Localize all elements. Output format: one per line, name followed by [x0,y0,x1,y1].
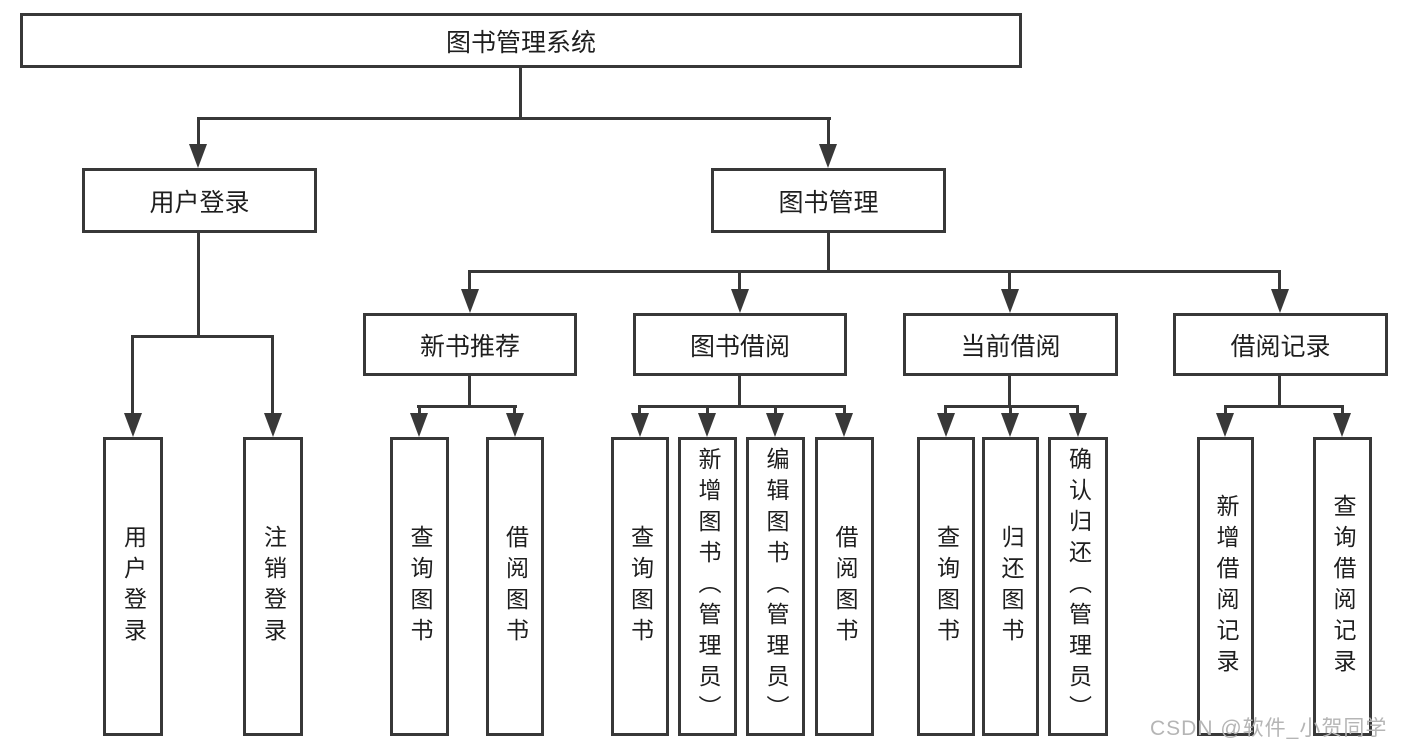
arrowhead-to-new-book [461,289,479,313]
arrowhead-leaf [410,413,428,437]
connector-to-leaf-logout-shaft [271,335,274,419]
connector-leaf-shaft [1341,405,1344,419]
node-book-mgmt: 图书管理 [711,168,946,233]
connector-root-trunk [519,68,522,120]
connector-leaf-shaft [1224,405,1227,419]
arrowhead-leaf [1069,413,1087,437]
connector-to-borrow-records-shaft [1278,270,1281,298]
connector-leaf-shaft [944,405,947,419]
leaf-newbook-borrow: 借阅图书 [486,437,544,736]
node-book-mgmt-label: 图书管理 [778,188,879,217]
arrowhead-leaf [937,413,955,437]
arrowhead-to-leaf-logout [264,413,282,437]
connector-new-book-horizontal [417,405,517,408]
arrowhead-to-book-borrow [731,289,749,313]
node-book-borrow: 图书借阅 [633,313,847,376]
leaf-records-add-label: 新增借阅记录 [1213,493,1239,680]
node-user-login-label: 用户登录 [149,188,250,217]
leaf-borrow-query: 查询图书 [611,437,669,736]
connector-root-horizontal [197,117,831,120]
node-current-borrow-label: 当前借阅 [960,332,1061,361]
connector-to-user-login-shaft [197,117,200,150]
arrowhead-leaf [835,413,853,437]
connector-to-book-borrow-shaft [738,270,741,298]
node-new-book-recommend-label: 新书推荐 [419,332,520,361]
leaf-borrow-add-admin: 新增图书（管理员） [678,437,737,736]
node-new-book-recommend: 新书推荐 [363,313,577,376]
connector-current-borrow-drop [1008,375,1011,408]
leaf-borrow-book-label: 借阅图书 [832,524,858,649]
leaf-newbook-query: 查询图书 [390,437,449,736]
arrowhead-to-user-login [189,144,207,168]
connector-borrow-records-horizontal [1224,405,1344,408]
csdn-watermark: CSDN @软件_小贺同学 [1150,717,1388,740]
arrowhead-leaf [698,413,716,437]
connector-to-current-borrow-shaft [1008,270,1011,298]
connector-leaf-shaft [1009,405,1012,419]
arrowhead-leaf [1216,413,1234,437]
leaf-records-query: 查询借阅记录 [1313,437,1372,736]
connector-leaf-shaft [1076,405,1079,419]
connector-book-mgmt-drop [827,233,830,273]
node-user-login: 用户登录 [82,168,317,233]
arrowhead-to-leaf-login [124,413,142,437]
connector-borrow-records-drop [1278,375,1281,408]
connector-to-book-mgmt-shaft [827,117,830,150]
leaf-newbook-query-label: 查询图书 [407,524,433,649]
leaf-user-login: 用户登录 [103,437,163,736]
connector-to-new-book-shaft [468,270,471,298]
connector-leaf-shaft [706,405,709,419]
leaf-records-query-label: 查询借阅记录 [1330,493,1356,680]
connector-leaf-shaft [418,405,421,419]
connector-leaf-shaft [843,405,846,419]
arrowhead-to-book-mgmt [819,144,837,168]
leaf-records-add: 新增借阅记录 [1197,437,1254,736]
leaf-logout: 注销登录 [243,437,303,736]
connector-new-book-drop [468,375,471,408]
connector-user-login-drop [197,233,200,338]
connector-book-mgmt-horizontal [468,270,1281,273]
leaf-newbook-borrow-label: 借阅图书 [502,524,529,649]
leaf-logout-label: 注销登录 [260,524,287,649]
node-root-label: 图书管理系统 [445,28,596,57]
leaf-current-return: 归还图书 [982,437,1039,736]
leaf-borrow-add-admin-label: 新增图书（管理员） [695,447,721,726]
connector-book-borrow-drop [738,375,741,408]
arrowhead-to-borrow-records [1271,289,1289,313]
node-current-borrow: 当前借阅 [903,313,1118,376]
leaf-borrow-edit-admin: 编辑图书（管理员） [746,437,805,736]
node-borrow-records-label: 借阅记录 [1230,332,1331,361]
leaf-current-confirm-admin: 确认归还（管理员） [1048,437,1108,736]
leaf-borrow-query-label: 查询图书 [627,524,654,649]
leaf-current-confirm-admin-label: 确认归还（管理员） [1065,447,1092,726]
node-root: 图书管理系统 [20,13,1022,68]
leaf-current-query: 查询图书 [917,437,975,736]
connector-leaf-shaft [774,405,777,419]
connector-leaf-shaft [638,405,641,419]
connector-book-borrow-horizontal [638,405,846,408]
leaf-current-return-label: 归还图书 [998,524,1024,649]
node-borrow-records: 借阅记录 [1173,313,1388,376]
arrowhead-leaf [1333,413,1351,437]
arrowhead-to-current-borrow [1001,289,1019,313]
arrowhead-leaf [766,413,784,437]
leaf-borrow-book: 借阅图书 [815,437,874,736]
leaf-borrow-edit-admin-label: 编辑图书（管理员） [763,447,789,726]
leaf-user-login-label: 用户登录 [120,524,147,649]
arrowhead-leaf [631,413,649,437]
connector-leaf-shaft [513,405,516,419]
arrowhead-leaf [1001,413,1019,437]
node-book-borrow-label: 图书借阅 [689,332,790,361]
leaf-current-query-label: 查询图书 [933,524,960,649]
connector-user-login-horizontal [131,335,274,338]
connector-to-leaf-login-shaft [131,335,134,419]
arrowhead-leaf [506,413,524,437]
